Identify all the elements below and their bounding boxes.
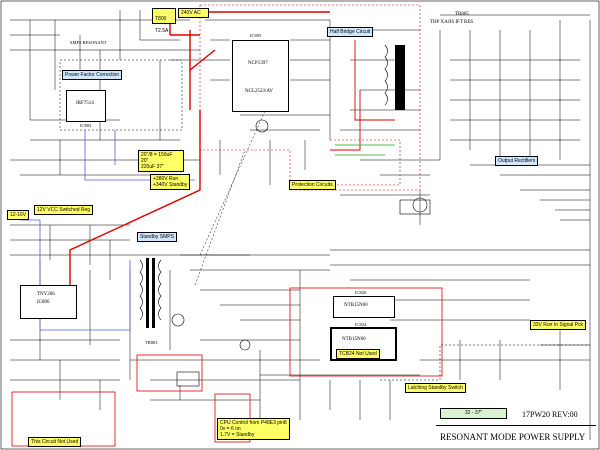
protection-boundary xyxy=(199,4,421,191)
circuit-not-used-label: This Circuit Not Used xyxy=(28,437,82,447)
schematic-title: RESONANT MODE POWER SUPPLY xyxy=(440,432,586,442)
tny-ic-name: TNY266 xyxy=(37,292,55,297)
screen-size-legend: 32 - 37" xyxy=(440,408,507,419)
tny-ic-ref: IC806 xyxy=(37,300,50,305)
ic826-ref: IC826 xyxy=(355,290,367,295)
half-bridge-ic: NCP1397 NCL2523/AV xyxy=(232,40,289,112)
ic826-name: NTB15N60 xyxy=(344,303,368,308)
cpu-control-label: CPU Control from P48E3 pin8 0v = 6 on 1.… xyxy=(217,418,290,440)
vcc-switched-label: 12V VCC Switched Reg xyxy=(34,205,94,215)
fuse-label: T800 T2.5A xyxy=(152,8,176,34)
dotted-boundaries xyxy=(59,59,590,381)
hv-secondary xyxy=(330,40,395,151)
ic-not-used-label: TCB24 Not Used xyxy=(336,349,380,359)
run-signal-label: 33V Run In Signal Pck xyxy=(530,320,587,330)
output-rectifiers-label: Output Rectifiers xyxy=(495,156,539,166)
pfc-ic-ref: IC803 xyxy=(80,123,92,128)
green-lines xyxy=(335,144,395,156)
tr805-pins: THP XAJIS IFT RES xyxy=(430,20,474,25)
ic824-ref: IC824 xyxy=(355,322,367,327)
hb-ic-name: NCP1397 xyxy=(248,61,268,66)
transformer-cores xyxy=(146,45,405,328)
ic826-box: NTB15N60 xyxy=(333,296,395,318)
protection-label: Protection Circuits xyxy=(289,180,336,190)
tr805-label: TR805 xyxy=(455,12,469,17)
pfc-ic: IRF7514 xyxy=(66,90,106,122)
ic824-name: NTB15N60 xyxy=(342,337,366,342)
title-divider xyxy=(436,425,596,426)
hb-ic-sub: NCL2523/AV xyxy=(245,89,273,94)
tny-ic: TNY266 IC806 xyxy=(20,285,77,319)
smps-resonant-label: SMPS RESONANT xyxy=(70,40,107,45)
half-bridge-label: Half Bridge Circuit xyxy=(327,27,374,37)
pfc-label: Power Factor Correction xyxy=(62,70,123,80)
tr803-label: TR803 xyxy=(145,340,158,345)
mains-label: 240V AC xyxy=(178,8,209,18)
model-revision: 17PW20 REV:00 xyxy=(522,410,578,419)
run-standby-note: +380V Run +340V Standby xyxy=(150,174,191,190)
latching-standby-label: Latching Standby Switch xyxy=(405,383,466,393)
pfc-ic-name: IRF7514 xyxy=(76,101,94,106)
capacitor-note: 20"/8 = 150uF 20" 220uF 37" xyxy=(138,150,184,172)
hb-ic-ref: IC805 xyxy=(250,33,262,38)
v12-label: 12-16V xyxy=(7,210,30,220)
fuse-rating-2: T2.5A xyxy=(155,28,169,34)
standby-smps-label: Standby SMPS xyxy=(137,232,177,242)
fuse-rating: T800 xyxy=(155,16,167,22)
hv-bus xyxy=(69,11,330,300)
